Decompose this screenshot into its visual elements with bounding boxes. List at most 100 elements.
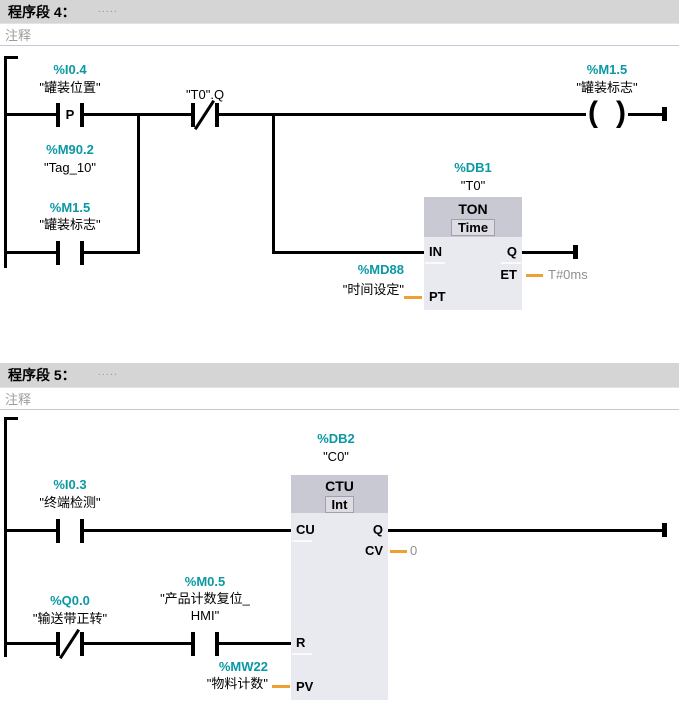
ctu-counter-block[interactable]: CTU Int CU Q CV R PV <box>291 475 388 700</box>
pin-q[interactable]: Q <box>506 244 517 259</box>
counter-q-wire <box>388 529 662 532</box>
operand-name[interactable]: "T0".Q <box>185 87 225 102</box>
timer-in-wire-vertical <box>272 113 275 254</box>
pt-operand-address[interactable]: %MD88 <box>357 262 404 277</box>
coil-name[interactable]: "罐装标志" <box>576 80 638 95</box>
contact-bar <box>80 241 84 265</box>
timer-in-wire <box>272 251 424 254</box>
pt-connector <box>404 296 422 299</box>
network-5-header[interactable]: 程序段 5： ..... <box>0 363 679 387</box>
contact-bar <box>215 103 219 127</box>
pin-in[interactable]: IN <box>429 244 442 259</box>
edge-memory-address[interactable]: %M90.2 <box>46 142 94 157</box>
pv-connector <box>272 685 290 688</box>
rung-wire <box>4 642 291 645</box>
contact-bar <box>191 632 195 656</box>
ton-datatype-box[interactable]: Time <box>450 219 496 236</box>
coil-address[interactable]: %M1.5 <box>586 62 628 77</box>
network-4-dots: ..... <box>97 2 118 15</box>
contact-bar <box>80 632 84 656</box>
operand-name-line1[interactable]: "产品计数复位_ <box>160 591 250 606</box>
pin-cv[interactable]: CV <box>364 543 383 558</box>
counter-db-name[interactable]: "C0" <box>323 449 349 464</box>
contact-no-detect[interactable] <box>56 517 84 545</box>
ctu-datatype-box[interactable]: Int <box>324 496 355 513</box>
pv-operand-name[interactable]: "物料计数" <box>206 676 268 691</box>
operand-address[interactable]: %I0.3 <box>53 477 87 492</box>
operand-name[interactable]: "输送带正转" <box>32 611 108 626</box>
contact-bar <box>215 632 219 656</box>
ctu-block-title: CTU <box>325 478 354 494</box>
contact-no-flag[interactable] <box>56 239 84 267</box>
ton-block-body <box>424 237 522 310</box>
et-connector <box>526 274 543 277</box>
pin-et[interactable]: ET <box>500 267 517 282</box>
power-rail-stub <box>4 56 18 59</box>
et-value[interactable]: T#0ms <box>548 267 588 282</box>
pin-placeholder-dash <box>501 262 521 264</box>
nc-slash <box>58 628 81 660</box>
pin-placeholder-dash <box>292 540 312 542</box>
pin-placeholder-dash <box>292 653 312 655</box>
output-coil[interactable] <box>586 98 628 130</box>
power-rail <box>4 417 7 657</box>
contact-bar <box>56 103 60 127</box>
pin-pt[interactable]: PT <box>429 289 446 304</box>
ctu-block-header: CTU Int <box>291 475 388 513</box>
timer-db-name[interactable]: "T0" <box>460 178 486 193</box>
network-4-title: 程序段 4： <box>8 3 76 20</box>
contact-bar <box>80 103 84 127</box>
open-branch-tick <box>573 245 578 259</box>
nc-slash <box>193 99 216 131</box>
operand-name[interactable]: "终端检测" <box>39 495 101 510</box>
edge-memory-name[interactable]: "Tag_10" <box>44 160 96 175</box>
contact-bar <box>56 519 60 543</box>
contact-p-edge[interactable]: P <box>56 101 84 129</box>
ctu-block-body <box>291 513 388 700</box>
contact-bar <box>191 103 195 127</box>
power-rail-stub <box>4 417 18 420</box>
contact-nc-t0q[interactable] <box>191 99 219 131</box>
operand-address[interactable]: %Q0.0 <box>50 593 90 608</box>
network-5-comment-field[interactable]: 注释 <box>0 387 679 410</box>
contact-bar <box>56 632 60 656</box>
timer-db-address[interactable]: %DB1 <box>454 160 492 175</box>
ton-block-title: TON <box>458 201 488 217</box>
power-rail <box>4 56 7 268</box>
cv-connector <box>390 550 407 553</box>
rail-end-tick <box>662 523 667 537</box>
operand-name-line2[interactable]: HMI" <box>190 608 220 623</box>
pin-pv[interactable]: PV <box>296 679 314 694</box>
operand-name[interactable]: "罐装位置" <box>39 80 101 95</box>
pin-cu[interactable]: CU <box>296 522 315 537</box>
rail-end-tick <box>662 107 667 121</box>
contact-nc-belt[interactable] <box>56 628 84 660</box>
contact-no-reset[interactable] <box>191 630 219 658</box>
contact-bar <box>56 241 60 265</box>
network-5-comment-placeholder: 注释 <box>5 392 32 407</box>
counter-db-address[interactable]: %DB2 <box>317 431 355 446</box>
pin-placeholder-dash <box>425 262 445 264</box>
network-4-comment-placeholder: 注释 <box>5 28 32 43</box>
timer-q-wire <box>522 251 574 254</box>
rung-wire <box>4 529 291 532</box>
operand-address[interactable]: %M1.5 <box>49 200 91 215</box>
pv-operand-address[interactable]: %MW22 <box>218 659 268 674</box>
network-5-title: 程序段 5： <box>8 367 76 383</box>
branch-wire-vertical <box>137 113 140 254</box>
pt-operand-name[interactable]: "时间设定" <box>342 282 404 297</box>
operand-address[interactable]: %M0.5 <box>184 574 226 589</box>
network-4-header[interactable]: 程序段 4： ..... <box>0 0 679 23</box>
ton-block-header: TON Time <box>424 197 522 237</box>
network-5-dots: ..... <box>97 366 118 378</box>
pin-r[interactable]: R <box>296 635 306 650</box>
ton-timer-block[interactable]: TON Time IN Q ET PT <box>424 197 522 310</box>
network-4-comment-field[interactable]: 注释 <box>0 23 679 46</box>
operand-name[interactable]: "罐装标志" <box>39 217 101 232</box>
rung-wire <box>4 113 662 116</box>
operand-address[interactable]: %I0.4 <box>53 62 87 77</box>
p-edge-symbol: P <box>65 107 75 122</box>
cv-value[interactable]: 0 <box>410 543 418 558</box>
pin-q[interactable]: Q <box>372 522 383 537</box>
